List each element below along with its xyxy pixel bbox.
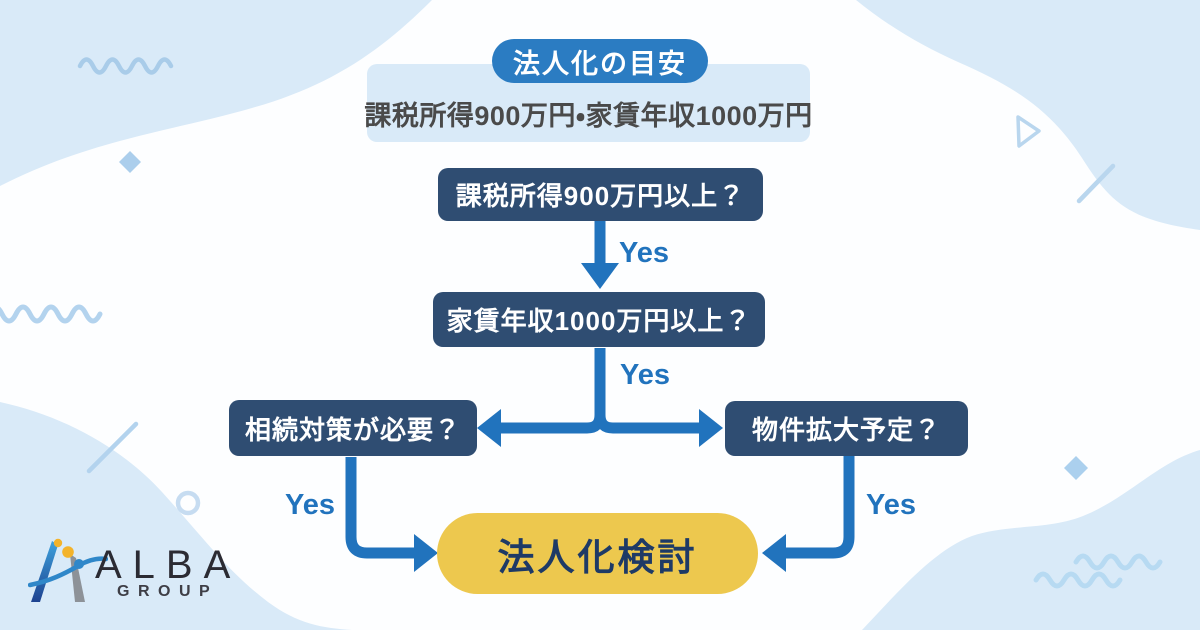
subtitle-text: 課税所得900万円・家賃年収1000万円 xyxy=(364,101,813,131)
node-question-expansion: 物件拡大予定？ xyxy=(725,401,968,456)
slash-left-icon xyxy=(86,421,139,474)
wave-bottom-right-1-icon xyxy=(1073,553,1163,571)
wave-bottom-right-2-icon xyxy=(1033,571,1123,589)
wave-top-left-icon xyxy=(77,57,174,75)
diamond-bottom-right-icon xyxy=(1064,456,1088,480)
title-badge: 法人化の目安 xyxy=(492,39,708,83)
branch-left-line xyxy=(500,348,606,434)
arrowhead-down-icon xyxy=(581,263,619,289)
arrow-left-to-result-line xyxy=(345,457,415,559)
triangle-right-icon xyxy=(1016,115,1041,148)
blob-top-right xyxy=(856,0,1200,230)
node-result: 法人化検討 xyxy=(437,513,758,594)
node-question-rental-income: 家賃年収1000万円以上？ xyxy=(433,292,765,347)
logo-left-stroke xyxy=(31,541,58,602)
yes-label-2: Yes xyxy=(620,359,670,391)
arrowhead-into-result-left-icon xyxy=(414,534,438,572)
blob-bottom-right xyxy=(862,450,1200,630)
arrowhead-left-icon xyxy=(477,409,501,447)
logo-dot-large xyxy=(62,546,74,558)
yes-label-4: Yes xyxy=(866,489,916,521)
logo-subtext: GROUP xyxy=(117,583,219,600)
logo-name-text: ALBA xyxy=(95,543,242,587)
diamond-top-left-icon xyxy=(119,151,141,173)
node-question-taxable-income: 課税所得900万円以上？ xyxy=(438,168,763,221)
alba-group-logo: ALBA GROUP xyxy=(28,530,258,625)
circle-left-icon xyxy=(175,490,201,516)
yes-label-3: Yes xyxy=(285,489,335,521)
slash-right-icon xyxy=(1076,163,1116,204)
logo-dot-small xyxy=(53,538,63,548)
arrowhead-right-icon xyxy=(699,409,723,447)
arrow-right-to-result-line xyxy=(785,455,855,559)
wave-left-icon xyxy=(0,304,103,324)
arrowhead-into-result-right-icon xyxy=(762,534,786,572)
node-question-inheritance: 相続対策が必要？ xyxy=(229,400,477,456)
yes-label-1: Yes xyxy=(619,237,669,269)
